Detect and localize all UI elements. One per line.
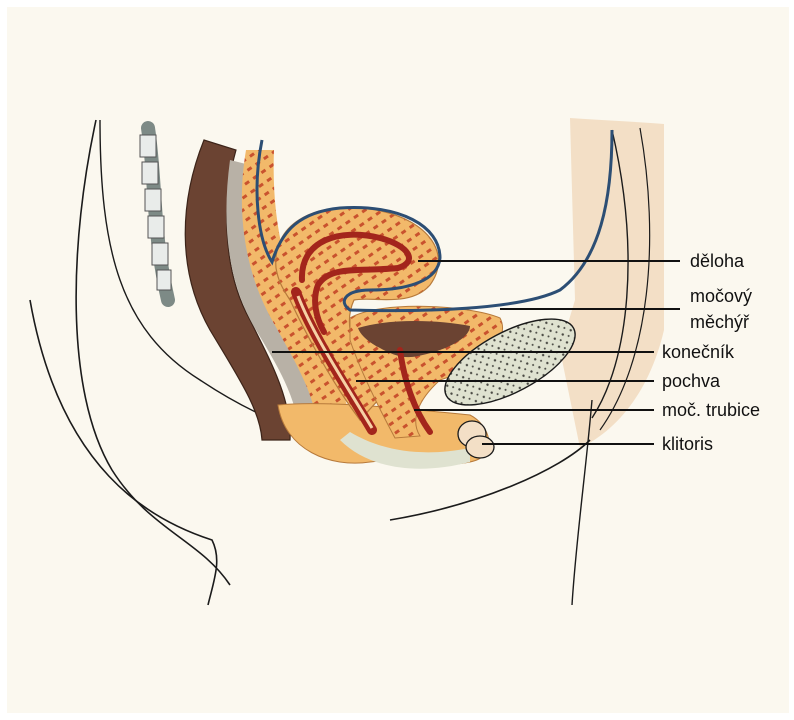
buttock-outline (30, 300, 217, 605)
label-mocovy-mechyr-line2: měchýř (690, 312, 750, 332)
label-klitoris: klitoris (662, 434, 713, 454)
label-konecnik: konečník (662, 342, 735, 362)
label-pochva: pochva (662, 371, 721, 391)
sacrum-vertebrae (140, 128, 171, 300)
label-deloha: děloha (690, 251, 745, 271)
label-moc-trubice: moč. trubice (662, 400, 760, 420)
label-mocovy-mechyr-line1: močový (690, 286, 752, 306)
